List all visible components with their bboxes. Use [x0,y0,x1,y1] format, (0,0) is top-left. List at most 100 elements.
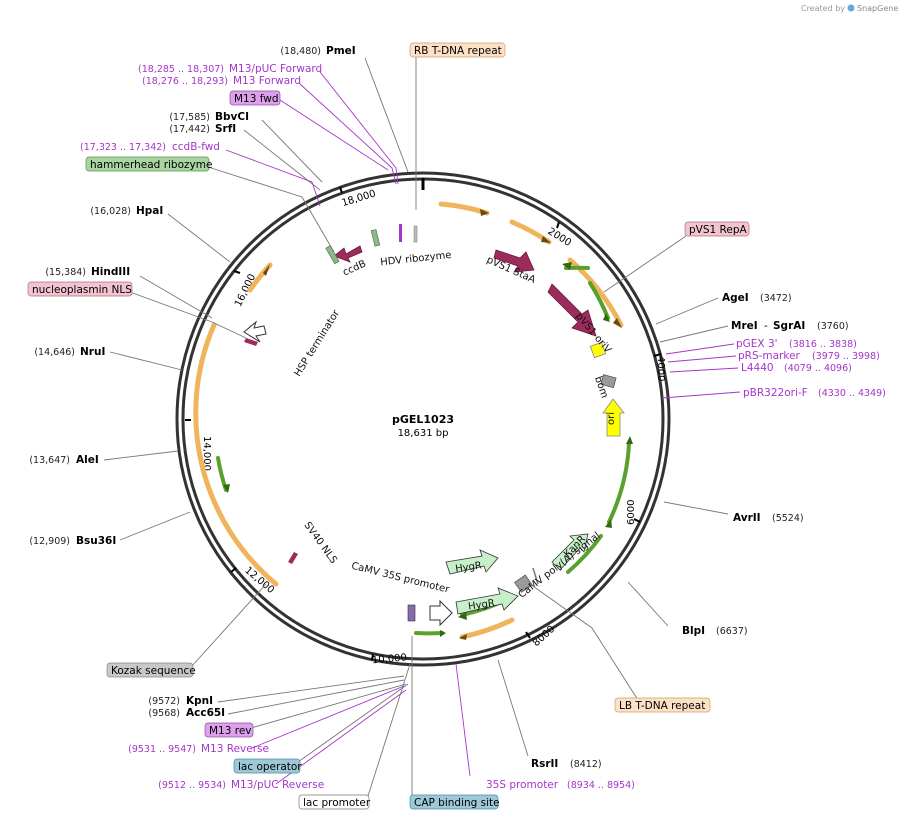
bsu36i-pos: (12,909) [29,536,70,547]
primer-block-top [399,224,402,242]
line-pvs1-repa [603,235,687,293]
line-nucleoplasmin [129,291,247,339]
mrei-name: MreI [731,320,758,332]
hpai-pos: (16,028) [90,206,131,217]
prs-marker-pos: (3979 .. 3998) [812,351,880,362]
green-head-2 [603,313,610,322]
green-head-1 [562,262,572,270]
band-5 [193,322,279,587]
line-lac-promoter [367,663,411,797]
line-m13rev [250,683,407,729]
alei-name: AleI [76,454,99,466]
pvs1-oriv-arrow [547,283,597,337]
line-kozak [191,583,267,667]
kozak-box [106,662,194,678]
nrui-name: NruI [80,346,105,358]
line-alei [103,450,179,461]
tick-10000: 10,000 [372,652,408,666]
sv40-nls-mark [288,552,298,564]
ccdb-fwd-pos: (17,323 .. 17,342) [80,142,166,153]
boxed-labels: RB T-DNA repeat M13 fwd hammerhead riboz… [27,42,750,810]
nrui-pos: (14,646) [34,347,75,358]
blpi-pos: (6637) [716,626,748,637]
maroon-features [244,245,597,564]
lac-promoter-box [298,794,370,810]
primer-leader-lines [225,71,741,785]
cap-site-text: CAP binding site [414,797,500,809]
rb-tdna-block [413,225,418,243]
line-35s-primer [455,663,471,777]
acc65i-name: Acc65I [186,707,225,719]
mrei-sep: - [764,320,768,332]
ori-arrow [602,398,625,437]
plasmid-name: pGEL1023 [392,413,454,426]
m13-fwd-box [229,90,281,106]
lb-tdna-box [614,697,711,713]
arrowhead-2 [541,236,551,243]
pbr322-name: pBR322ori-F [743,387,808,399]
hindiii-pos: (15,384) [45,267,86,278]
sgrai-name: SgrAI [773,320,805,332]
line-m13-reverse [251,685,405,749]
lac-promoter-text: lac promoter [303,797,371,809]
lac-block [407,604,416,622]
snapgene-credit: Created by SnapGene [801,4,898,13]
line-nrui [109,351,183,371]
line-avrii [663,501,729,515]
blpi-name: BlpI [682,625,705,637]
line-lb-tdna [529,583,639,701]
band-4 [459,617,515,640]
orf-7 [216,456,228,492]
snapgene-logo-icon [847,4,855,12]
tick-16000: 16,000 [233,272,258,308]
line-ccdb-fwd [225,149,321,207]
credit-brand: SnapGene [857,4,898,13]
line-pmei [364,57,409,173]
nucleoplasmin-box [27,281,133,297]
hygr2-arrow [455,587,519,615]
orf-3 [607,442,631,524]
lac-operator-box [233,758,301,774]
restriction-sites-right: AgeI (3472) MreI - SgrAI (3760) AvrII (5… [531,292,849,770]
ccdb-arrow [333,245,363,263]
kpni-name: KpnI [186,695,213,707]
band-1 [438,201,490,216]
m13puc-fwd-pos: (18,285 .. 18,307) [138,64,224,75]
hygr1-label: HygR [455,560,483,575]
orf-4 [566,534,603,574]
bsu36i-name: Bsu36I [76,535,116,547]
lb-tdna-tick [532,567,539,585]
line-mrei [659,325,729,343]
line-hindiii [139,275,213,319]
white-arrows [243,320,453,627]
bbvci-name: BbvCI [215,111,249,123]
m13-fwd-text: M13 fwd [234,93,279,105]
srfi-name: SrfI [215,123,236,135]
arrowhead-3 [613,318,622,328]
small-feature-blocks [325,224,625,622]
sv40-label: SV40 NLS [301,520,338,566]
line-acc65i [227,679,405,715]
arrowhead-4 [459,634,467,640]
agei-pos: (3472) [760,293,792,304]
alei-pos: (13,647) [29,455,70,466]
line-prs-marker [667,355,737,363]
green-head-5 [458,612,467,620]
line-rsrii [497,659,529,757]
hammerhead-text: hammerhead ribozyme [90,159,212,171]
pvs1-repa-text: pVS1 RepA [689,224,747,236]
m13puc-rev-pos: (9512 .. 9534) [158,780,226,791]
green-arrow-heads [223,262,633,637]
camv35s-label: CaMV 35S promoter [350,561,451,596]
band-3 [567,257,624,328]
kanr-arrow [551,533,589,571]
m13-forward-name: M13 Forward [233,75,301,87]
pvs1-repa-box [684,221,750,237]
m13-rev-box [204,722,254,738]
l4440-name: L4440 [741,362,774,374]
l4440-pos: (4079 .. 4096) [784,363,852,374]
m13-rev-text: M13 rev [209,725,252,737]
pvs1-staa-arrow [493,249,535,273]
rb-tdna-box [409,42,506,58]
